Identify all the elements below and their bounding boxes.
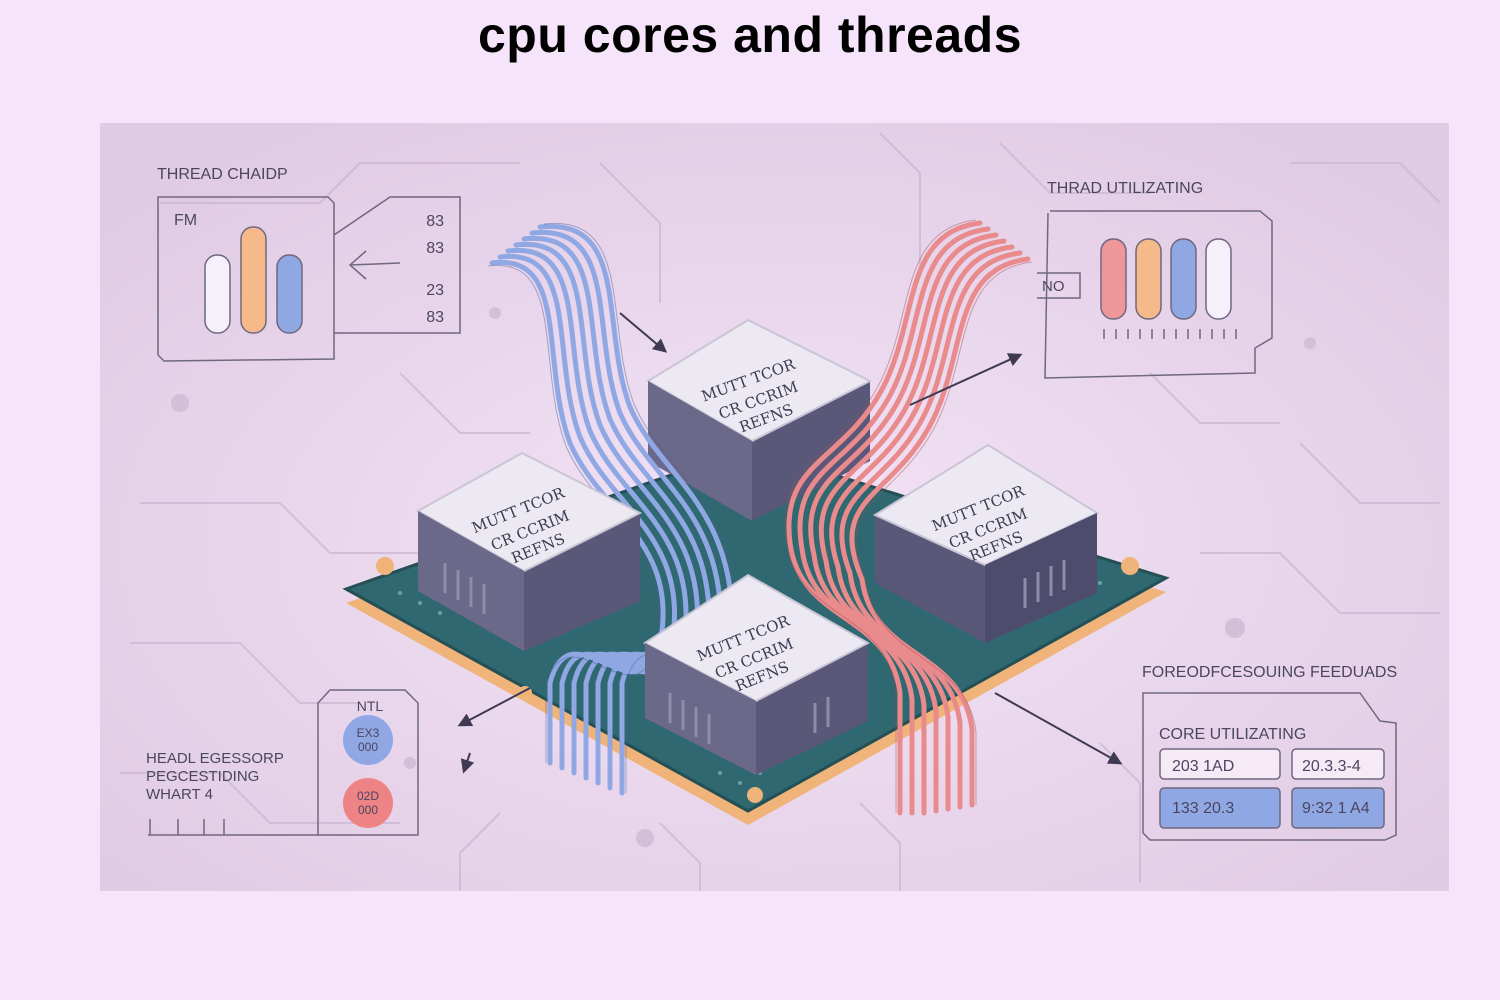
- processor-badge-bottom-line1: 02D: [357, 789, 379, 803]
- thread-chart-value-3: 23: [426, 282, 444, 299]
- feeds-cell-4: 9:32 1 A4: [1302, 800, 1370, 817]
- feeds-cell-1: 203 1AD: [1172, 758, 1234, 775]
- core-chip-right: MUTT TCOR CR CCRIM REFNS: [872, 443, 1100, 643]
- processor-badge-bottom: [343, 778, 393, 828]
- core-chip-left: MUTT TCOR CR CCRIM REFNS: [415, 451, 643, 651]
- processing-feeds-subtitle: CORE UTILIZATING: [1159, 726, 1306, 743]
- thread-chart-value-2: 83: [426, 240, 444, 257]
- thread-chart-value-1: 83: [426, 213, 444, 230]
- processor-graph-title-1: HEADL EGESSORP: [146, 750, 284, 767]
- thread-chart-value-4: 83: [426, 309, 444, 326]
- red-thread-bundle: [786, 220, 1031, 816]
- thread-utilization-title: THRAD UTILIZATING: [1047, 180, 1203, 197]
- circuit-vias: [171, 307, 1316, 847]
- red-thread-outline: [784, 219, 1033, 813]
- thread-utilization-side-label: NO: [1042, 278, 1065, 295]
- thread-chart-label: FM: [174, 212, 197, 229]
- page-title: cpu cores and threads: [478, 7, 1022, 63]
- cpu-illustration: MUTT TCOR CR CCRIM REFNS: [100, 123, 1449, 891]
- thread-utilization-panel: THRAD UTILIZATING NO: [1037, 180, 1273, 379]
- processor-graph-title-3: WHART 4: [146, 786, 213, 803]
- thread-chart-panel: THREAD CHAIDP FM 83 83 23 83: [157, 166, 461, 362]
- processor-badge-top-line2: 000: [358, 740, 378, 754]
- processor-badge-top: [343, 715, 393, 765]
- core-chip-bottom: MUTT TCOR CR CCRIM REFNS: [643, 573, 871, 775]
- cpu-illustration-svg: MUTT TCOR CR CCRIM REFNS: [100, 123, 1449, 891]
- processor-badge-bottom-line2: 000: [358, 803, 378, 817]
- processing-feeds-panel: FOREODFCESOUING FEEDUADS CORE UTILIZATIN…: [1142, 664, 1397, 841]
- circuit-traces: [120, 132, 1441, 891]
- processor-graph-panel: HEADL EGESSORP PEGCESTIDING WHART 4 NTL …: [146, 689, 419, 836]
- feeds-cell-3: 133 20.3: [1172, 800, 1234, 817]
- arrow-icon: [457, 312, 1123, 774]
- processor-graph-title-2: PEGCESTIDING: [146, 768, 259, 785]
- thread-chart-title: THREAD CHAIDP: [157, 166, 288, 183]
- processor-badge-top-line1: EX3: [357, 726, 380, 740]
- processor-graph-header: NTL: [357, 698, 384, 714]
- processing-feeds-title: FOREODFCESOUING FEEDUADS: [1142, 664, 1397, 681]
- feeds-cell-2: 20.3.3-4: [1302, 758, 1361, 775]
